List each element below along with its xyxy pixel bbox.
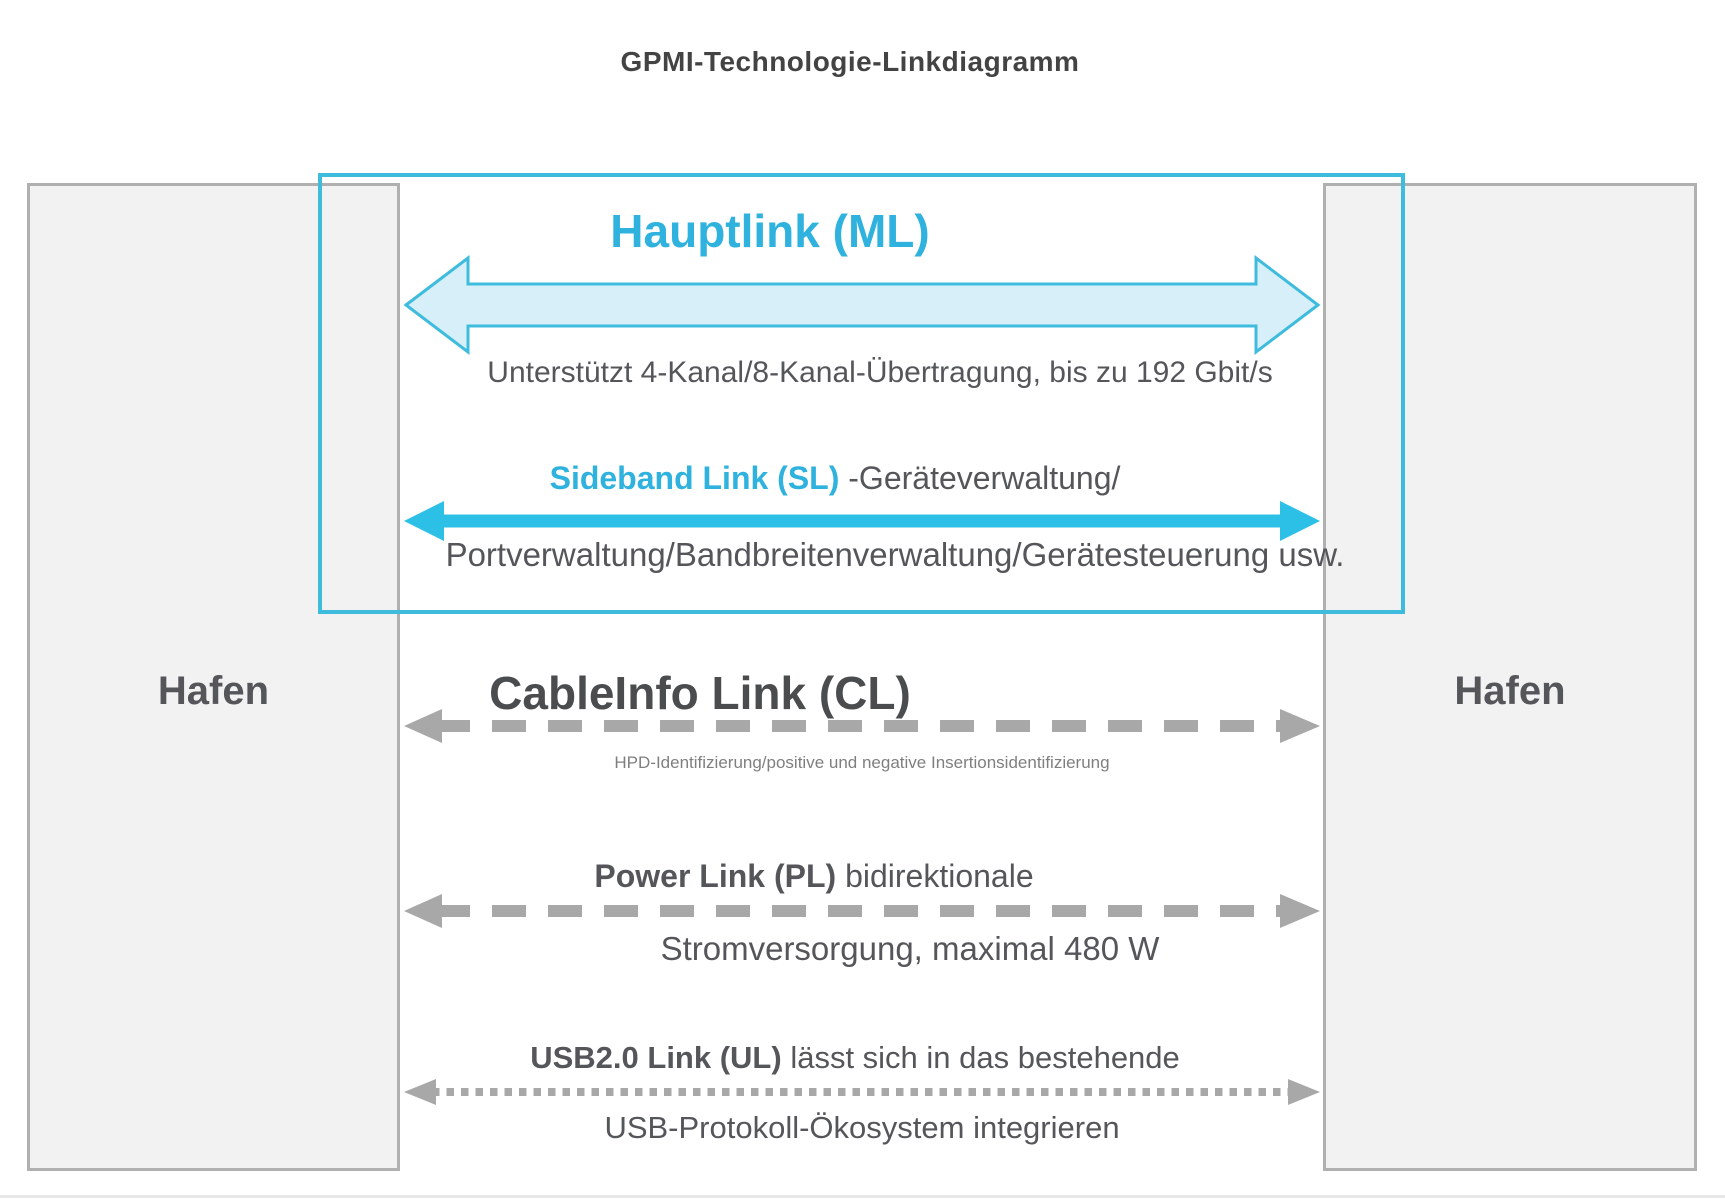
sideband-label: Sideband Link (SL) — [549, 460, 840, 496]
powerlink-double-arrow-icon — [404, 894, 1320, 928]
diagram-title: GPMI-Technologie-Linkdiagramm — [620, 46, 1080, 77]
powerlink-label: Power Link (PL) — [594, 858, 837, 894]
mainlink-label: Hauptlink (ML) — [610, 205, 930, 257]
sideband-label-suffix: -Geräteverwaltung/ — [848, 460, 1121, 496]
sideband-label-row: Sideband Link (SL) -Geräteverwaltung/ — [375, 460, 1295, 497]
cableinfo-label: CableInfo Link (CL) — [489, 667, 911, 719]
usblink-label-suffix: lässt sich in das bestehende — [790, 1040, 1180, 1075]
usblink-double-arrow-icon — [404, 1079, 1320, 1105]
port-left-box: Hafen — [27, 183, 400, 1171]
usblink-label-row: USB2.0 Link (UL) lässt sich in das beste… — [395, 1040, 1315, 1076]
link-group-outline — [318, 173, 1405, 614]
mainlink-desc: Unterstützt 4-Kanal/8-Kanal-Übertragung,… — [487, 356, 1273, 389]
port-right-box: Hafen — [1323, 183, 1697, 1171]
port-left-label: Hafen — [157, 668, 270, 713]
powerlink-desc: Stromversorgung, maximal 480 W — [660, 930, 1160, 967]
cableinfo-double-arrow-icon — [404, 709, 1320, 743]
powerlink-label-suffix: bidirektionale — [845, 858, 1034, 894]
port-right-label: Hafen — [1454, 668, 1566, 713]
sideband-double-arrow-icon — [404, 501, 1320, 541]
sideband-desc: Portverwaltung/Bandbreitenverwaltung/Ger… — [445, 536, 1345, 573]
usblink-label: USB2.0 Link (UL) — [530, 1040, 782, 1075]
cableinfo-desc: HPD-Identifizierung/positive und negativ… — [614, 753, 1110, 772]
mainlink-double-arrow-icon — [403, 255, 1321, 355]
usblink-desc: USB-Protokoll-Ökosystem integrieren — [604, 1110, 1120, 1145]
bottom-divider — [0, 1195, 1725, 1198]
powerlink-label-row: Power Link (PL) bidirektionale — [354, 858, 1274, 895]
